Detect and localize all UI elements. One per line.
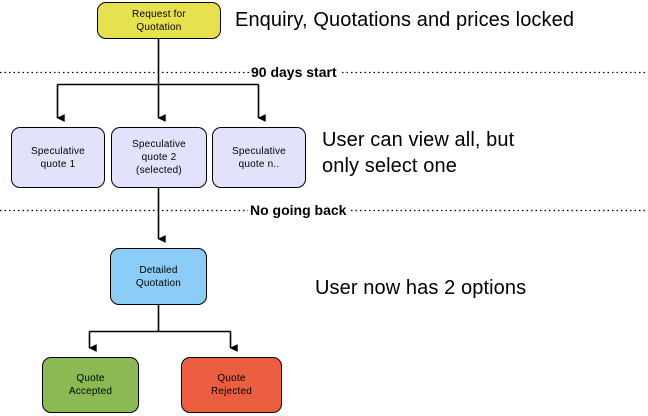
node-quote-accepted[interactable]: Quote Accepted	[42, 357, 139, 413]
phase-label-no-going-back: No going back	[248, 202, 349, 218]
node-speculative-quote-1[interactable]: Speculative quote 1	[11, 127, 105, 188]
phase-label-ninety-days-start: 90 days start	[249, 64, 339, 80]
connector-detailed-to-outcomes	[88, 305, 238, 352]
node-request-for-quotation[interactable]: Request for Quotation	[97, 2, 221, 39]
connector-rfq-to-bus	[57, 39, 259, 86]
annotation-two-options: User now has 2 options	[315, 277, 527, 299]
annotation-view-all-select-one: User can view all, but only select one	[322, 129, 515, 177]
node-speculative-quote-n[interactable]: Speculative quote n..	[212, 127, 306, 188]
node-detailed-quotation[interactable]: Detailed Quotation	[110, 248, 207, 305]
node-quote-rejected[interactable]: Quote Rejected	[181, 357, 282, 413]
annotation-enquiry-locked: Enquiry, Quotations and prices locked	[235, 9, 575, 31]
node-speculative-quote-2[interactable]: Speculative quote 2 (selected)	[111, 127, 207, 188]
